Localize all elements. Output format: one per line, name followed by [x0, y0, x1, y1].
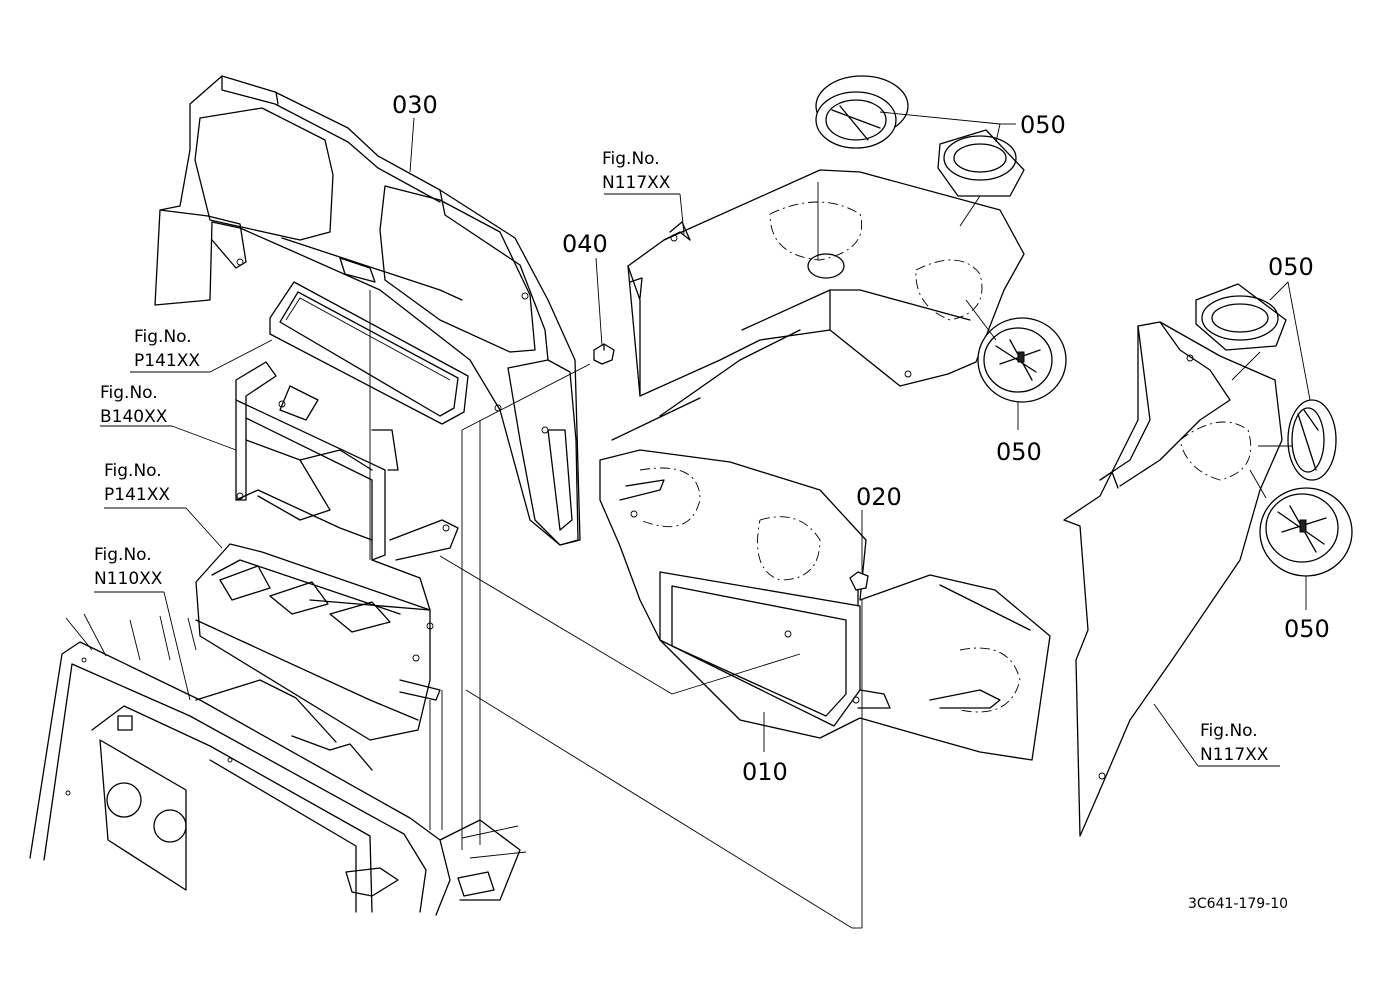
- label-020: 020: [856, 483, 902, 511]
- panel-030-drawing: [154, 75, 581, 546]
- vent-050-f: [1259, 487, 1353, 577]
- label-050-top: 050: [1020, 111, 1066, 139]
- figref-n117-right-line2: N117XX: [1200, 745, 1269, 765]
- filter-p141-upper: [269, 281, 469, 425]
- bolt-040: [593, 343, 615, 365]
- figref-n110-line1: Fig.No.: [94, 545, 152, 565]
- figref-b140-line1: Fig.No.: [100, 383, 158, 403]
- vent-050-c: [977, 317, 1067, 403]
- figref-n117-top-line2: N117XX: [602, 173, 671, 193]
- vent-050-b: [937, 129, 1025, 197]
- figref-b140-line2: B140XX: [100, 407, 168, 427]
- label-010: 010: [742, 758, 788, 786]
- label-050-mid: 050: [996, 438, 1042, 466]
- figref-p141-lower-line1: Fig.No.: [104, 461, 162, 481]
- diagram-code: 3C641-179-10: [1188, 896, 1288, 912]
- label-050-right-top: 050: [1268, 253, 1314, 281]
- vent-050-a: [815, 75, 909, 149]
- assembly-lines: [94, 111, 1311, 929]
- label-050-right-bottom: 050: [1284, 615, 1330, 643]
- label-030: 030: [392, 91, 438, 119]
- duct-n117-upper: [611, 169, 1025, 441]
- figref-p141-upper-line1: Fig.No.: [134, 327, 192, 347]
- figref-n110-line2: N110XX: [94, 569, 163, 589]
- figref-n117-right-line1: Fig.No.: [1200, 721, 1258, 741]
- bracket-b140: [235, 361, 459, 561]
- duct-010: [599, 449, 1051, 761]
- figref-n117-top-line1: Fig.No.: [602, 149, 660, 169]
- label-040: 040: [562, 230, 608, 258]
- duct-n117-right: [1063, 321, 1283, 837]
- vent-050-e: [1287, 399, 1337, 481]
- cab-frame-n110: [29, 613, 527, 916]
- figref-p141-upper-line2: P141XX: [134, 351, 200, 371]
- figref-p141-lower-line2: P141XX: [104, 485, 170, 505]
- blower-box-p141-lower: [195, 543, 441, 741]
- bolt-020: [849, 571, 869, 607]
- vent-050-d: [1195, 283, 1287, 351]
